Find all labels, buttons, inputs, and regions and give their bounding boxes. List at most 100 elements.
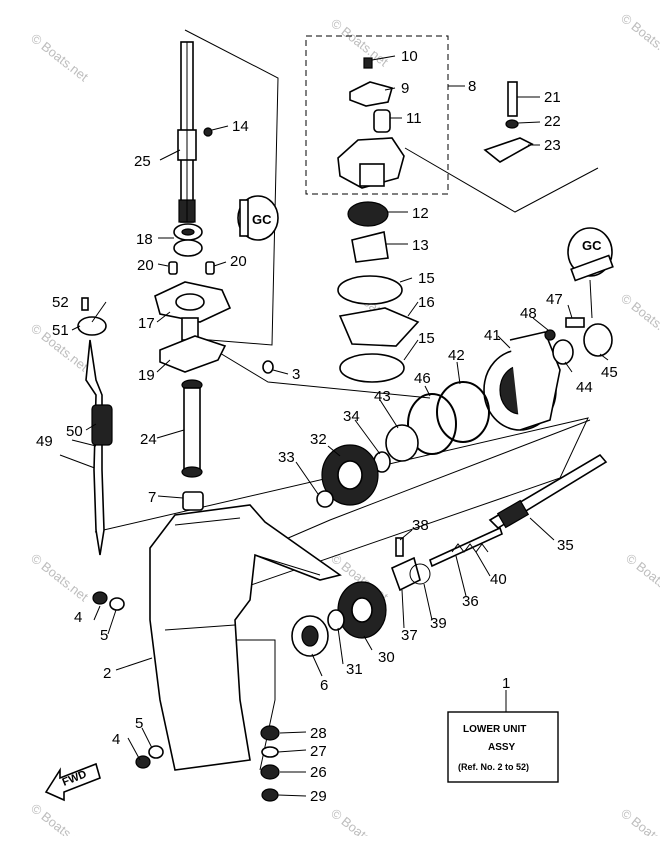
bolt-47 [565, 317, 585, 328]
ref-48: 48 [520, 305, 537, 322]
ref-33: 33 [278, 449, 295, 466]
propeller-shaft [488, 453, 608, 530]
ref-18: 18 [136, 231, 153, 248]
lower-case [149, 504, 342, 771]
lower-unit-assy-box: LOWER UNIT ASSY (Ref. No. 2 to 52) [447, 690, 559, 783]
ref-27: 27 [310, 743, 327, 760]
ref-51: 51 [52, 322, 69, 339]
ref-30: 30 [378, 649, 395, 666]
watermark-10: © Boats.net [28, 801, 91, 836]
ref-15-top: 15 [418, 270, 435, 287]
grease-mark-text: GC [252, 212, 272, 227]
bearing-43 [385, 424, 419, 462]
bolt-4-top [92, 591, 108, 605]
watermark-3: © Boats.net [618, 11, 660, 65]
bearing-44 [552, 339, 574, 365]
ref-9: 9 [401, 80, 409, 97]
washer-22 [505, 119, 519, 129]
ref-1: 1 [502, 675, 510, 692]
ref-47: 47 [546, 291, 563, 308]
ref-45: 45 [601, 364, 618, 381]
ref-20-right: 20 [230, 253, 247, 270]
ref-5-bottom: 5 [135, 715, 143, 732]
watermark-7: © Boats.net [28, 551, 91, 605]
assy-box-line3: (Ref. No. 2 to 52) [458, 762, 529, 772]
ref-5-top: 5 [100, 627, 108, 644]
ref-19: 19 [138, 367, 155, 384]
ref-24: 24 [140, 431, 157, 448]
ref-40: 40 [490, 571, 507, 588]
grease-marker-right: GC [567, 227, 614, 282]
ref-52: 52 [52, 294, 69, 311]
water-tube [181, 379, 203, 478]
ref-35: 35 [557, 537, 574, 554]
grommet-7 [182, 491, 204, 511]
washer-5-top [109, 597, 125, 611]
ref-7: 7 [148, 489, 156, 506]
ref-16: 16 [418, 294, 435, 311]
washer-48 [544, 329, 556, 341]
ref-11: 11 [406, 110, 422, 127]
watermark-2: © Boats.net [328, 16, 391, 70]
ref-49: 49 [36, 433, 53, 450]
shift-rod-assembly [77, 297, 113, 556]
water-pump-parts [337, 57, 405, 263]
washer-33 [316, 490, 334, 508]
water-pump-kit-box [305, 35, 449, 195]
ref-4-bottom: 4 [112, 731, 120, 748]
clutch-37 [390, 556, 421, 592]
watermark-6: © Boats.net [618, 291, 660, 345]
ref-31: 31 [346, 661, 363, 678]
fwd-arrow: FWD [44, 762, 101, 802]
ref-22: 22 [544, 113, 561, 130]
ref-25: 25 [134, 153, 151, 170]
bolt-4-bottom [135, 755, 151, 769]
ref-12: 12 [412, 205, 429, 222]
ref-43: 43 [374, 388, 391, 405]
leader-lines [71, 55, 609, 797]
spring-40 [451, 543, 489, 553]
watermark-12: © Boats.net [618, 806, 660, 836]
assy-box-line2: ASSY [488, 742, 516, 753]
assy-box-line1: LOWER UNIT [463, 724, 526, 735]
ref-8: 8 [468, 78, 476, 95]
ref-36: 36 [462, 593, 479, 610]
ref-14: 14 [232, 118, 249, 135]
ref-13: 13 [412, 237, 429, 254]
ref-29: 29 [310, 788, 327, 805]
grease-mark-text-right: GC [582, 238, 602, 253]
washer-5-bottom [148, 745, 164, 759]
watermark-11: © Boats.net [328, 806, 391, 836]
ref-15-bottom: 15 [418, 330, 435, 347]
ref-46: 46 [414, 370, 431, 387]
spring-39 [409, 563, 431, 585]
pin-38 [395, 537, 404, 557]
ref-39: 39 [430, 615, 447, 632]
plate-15-top [337, 275, 403, 305]
gasket-16 [338, 307, 420, 347]
gasket-29 [261, 788, 279, 802]
ref-44: 44 [576, 379, 593, 396]
plunger-36 [429, 526, 503, 568]
ref-20-left: 20 [137, 257, 154, 274]
propeller-shaft-housing [483, 331, 561, 431]
forward-gear-30 [337, 581, 387, 639]
ref-37: 37 [401, 627, 418, 644]
reverse-gear-32 [321, 444, 379, 506]
dowel-pin-3 [262, 360, 274, 374]
ref-32: 32 [310, 431, 327, 448]
reference-numbers: 10 9 11 8 21 22 23 14 25 18 20 20 12 13 … [36, 48, 618, 805]
ref-21: 21 [544, 89, 561, 106]
drive-shaft [177, 41, 197, 223]
plug-26 [260, 764, 280, 780]
watermark-1: © Boats.net [28, 31, 91, 85]
o-ring-46 [407, 393, 457, 455]
ref-42: 42 [448, 347, 465, 364]
pin-14 [203, 127, 213, 137]
shim-31 [327, 609, 345, 631]
ref-23: 23 [544, 137, 561, 154]
plate-15-bottom [339, 353, 405, 383]
ref-38: 38 [412, 517, 429, 534]
o-ring-42 [436, 381, 490, 443]
